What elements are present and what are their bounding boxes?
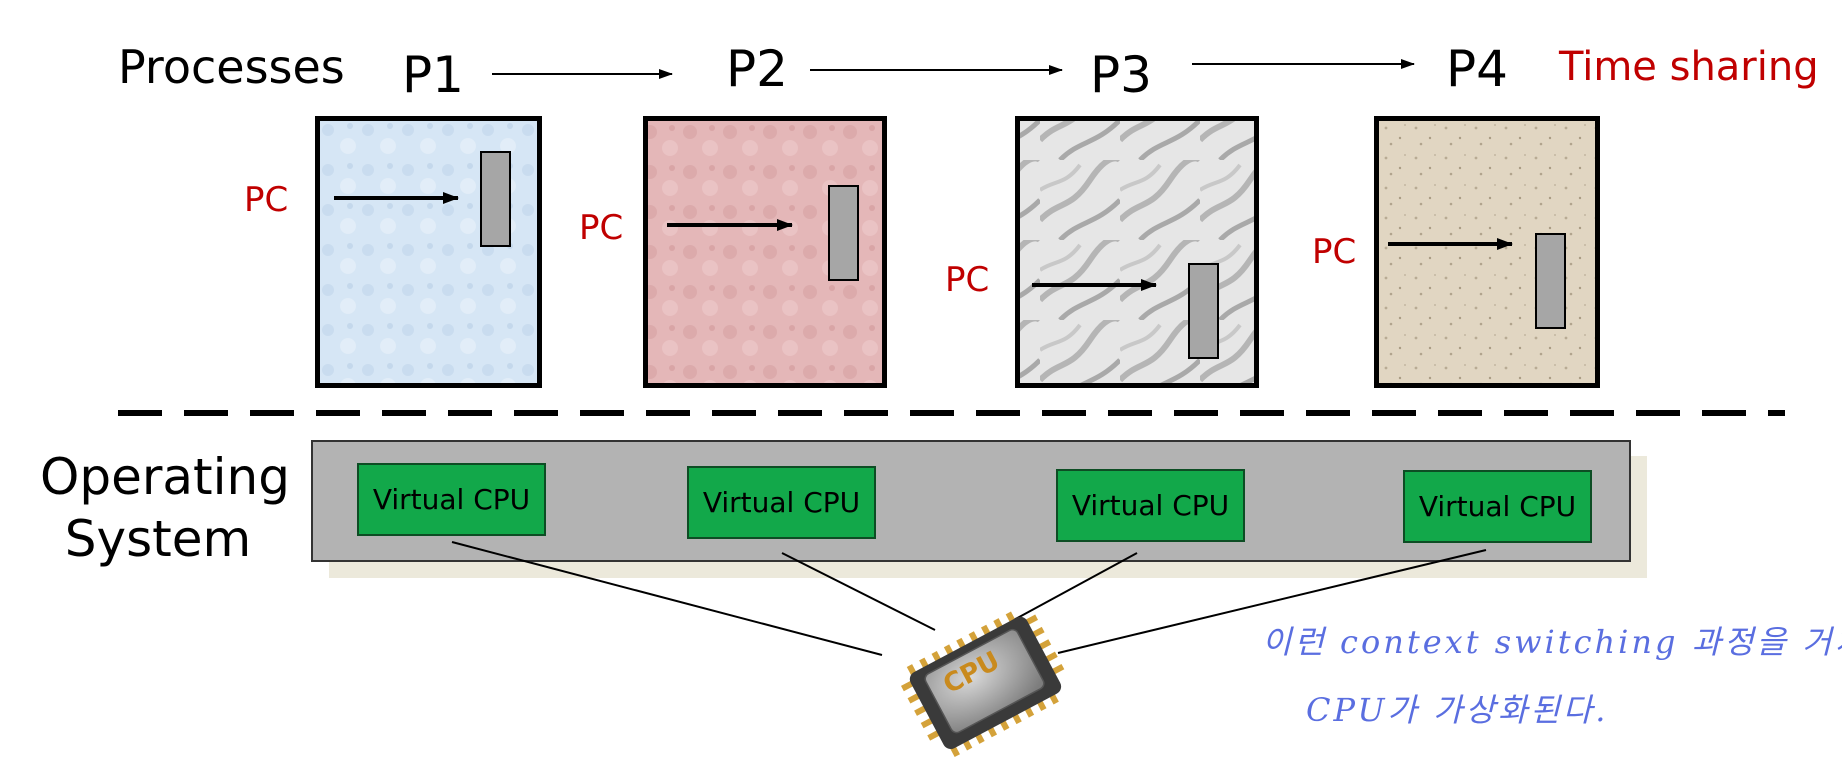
virtual-cpu-4: Virtual CPU	[1403, 470, 1592, 543]
connector-vcpu3	[1009, 552, 1138, 623]
pc-label-p2: PC	[579, 208, 624, 248]
process-title-p3: P3	[1090, 46, 1152, 104]
time-sharing-label: Time sharing	[1559, 44, 1819, 90]
connector-vcpu1	[451, 541, 883, 656]
pc-label-p1: PC	[244, 180, 289, 220]
pc-label-p3: PC	[945, 260, 990, 300]
virtual-cpu-2: Virtual CPU	[687, 466, 876, 539]
handwritten-note-line1: 이런 context switching 과정을 거쳐	[1262, 623, 1842, 661]
process-title-p4: P4	[1446, 40, 1508, 98]
virtual-cpu-3: Virtual CPU	[1056, 469, 1245, 542]
memory-instruction-cell	[828, 185, 859, 281]
virtual-cpu-1: Virtual CPU	[357, 463, 546, 536]
connector-vcpu4	[1057, 549, 1487, 654]
os-label-line2: System	[64, 510, 252, 568]
pc-label-p4: PC	[1312, 232, 1357, 272]
operating-system-label: Operating System	[40, 446, 290, 570]
memory-instruction-cell	[480, 151, 511, 247]
memory-instruction-cell	[1535, 233, 1566, 329]
os-label-line1: Operating	[40, 448, 290, 506]
memory-instruction-cell	[1188, 263, 1219, 359]
handwritten-note-line2: CPU가 가상화된다.	[1306, 691, 1609, 729]
cpu-chip-icon	[900, 611, 1065, 758]
process-box-p3	[1015, 116, 1259, 388]
process-title-p2: P2	[726, 40, 788, 98]
process-box-p1	[315, 116, 542, 388]
process-title-p1: P1	[402, 46, 464, 104]
process-box-p2	[643, 116, 887, 388]
processes-label: Processes	[118, 40, 345, 94]
process-box-p4	[1374, 116, 1600, 388]
connector-vcpu2	[781, 552, 936, 631]
